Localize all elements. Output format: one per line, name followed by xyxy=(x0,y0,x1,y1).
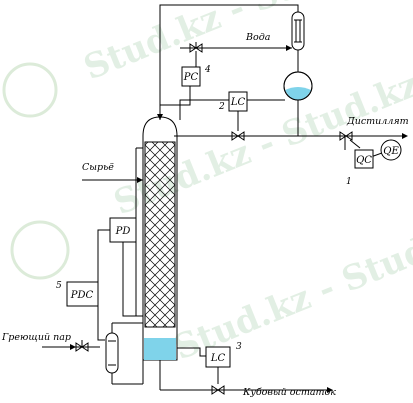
valve-steam[interactable] xyxy=(75,340,89,352)
instrument-pd[interactable]: PD xyxy=(109,217,137,243)
vapour-arrow xyxy=(157,114,163,120)
valve-bottoms[interactable] xyxy=(211,385,225,395)
instrument-qc1[interactable]: QC 1 xyxy=(346,149,374,187)
instrument-pdc5[interactable]: PDC 5 xyxy=(56,281,99,307)
watermark-text-1: Stud.kz - Stud.kz xyxy=(78,0,394,88)
distillate-arrow xyxy=(402,133,408,139)
stream-label-bottoms: Кубовый остаток xyxy=(242,387,336,398)
instrument-pc4[interactable]: PC 4 xyxy=(181,65,211,87)
pdc5-number: 5 xyxy=(56,281,62,291)
pd-impulse-lower xyxy=(122,237,143,317)
distillation-column xyxy=(142,116,178,390)
stream-label-steam: Греющий пар xyxy=(1,332,71,343)
stream-label-water: Вода xyxy=(245,32,271,43)
lc2-line xyxy=(179,99,233,120)
pd-tag: PD xyxy=(115,226,131,237)
feed-arrow xyxy=(137,177,143,183)
lc3-line xyxy=(177,347,206,357)
pdc5-tag: PDC xyxy=(70,290,94,301)
bottoms-arrow xyxy=(327,387,333,393)
pc4-tag: PC xyxy=(183,72,199,83)
qc1-number: 1 xyxy=(346,177,352,187)
lc2-tag: LC xyxy=(230,97,246,108)
reflux-drum xyxy=(283,71,313,136)
valve-reflux[interactable] xyxy=(231,131,245,141)
water-arrow xyxy=(286,45,292,51)
instrument-lc3[interactable]: LC 3 xyxy=(205,342,242,368)
steam-arrow xyxy=(70,344,76,350)
vapour-line xyxy=(159,4,299,120)
stream-label-feed: Сырьё xyxy=(82,162,114,173)
qc1-tag: QC xyxy=(356,155,372,166)
qc-to-valve xyxy=(349,139,361,149)
instrument-lc2[interactable]: LC 2 xyxy=(218,91,248,112)
watermark-logo-1 xyxy=(2,62,58,118)
pdc-line xyxy=(97,295,105,341)
reboiler xyxy=(105,322,144,385)
watermark-text-3: Stud.kz - Stud.kz xyxy=(168,210,413,369)
lc3-number: 3 xyxy=(236,342,242,352)
pc4-number: 4 xyxy=(204,65,211,75)
lc3-tag: LC xyxy=(210,353,226,364)
condenser xyxy=(291,11,305,72)
valve-water[interactable] xyxy=(189,42,203,53)
stream-label-distillate: Дистиллят xyxy=(346,116,409,127)
pd-to-pdc-line xyxy=(97,229,110,282)
pc4-impulse xyxy=(160,86,191,106)
arrows xyxy=(70,45,408,393)
qe-tag: QE xyxy=(383,146,399,157)
valves xyxy=(75,42,353,395)
lc2-number: 2 xyxy=(218,102,225,112)
valve-distillate[interactable] xyxy=(339,131,353,141)
instrument-qe[interactable]: QE xyxy=(380,139,402,161)
watermark-logo-2 xyxy=(10,220,70,280)
